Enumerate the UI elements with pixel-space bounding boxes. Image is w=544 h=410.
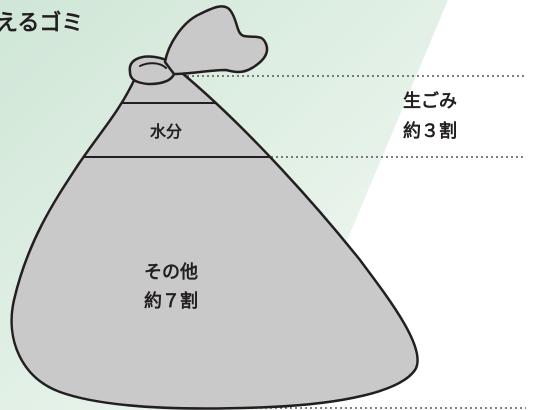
side-note-line1: 生ごみ xyxy=(403,90,457,112)
layer-label-water: 水分 xyxy=(150,122,182,141)
bag-knot-crease xyxy=(139,62,167,69)
layer-label-other-line1: その他 xyxy=(144,261,198,283)
layer-label-other-line2: 約７割 xyxy=(144,290,198,312)
side-note-line2: 約３割 xyxy=(403,120,457,142)
bag-top-flap xyxy=(163,5,269,76)
heading-text: えるゴミ xyxy=(0,10,83,36)
